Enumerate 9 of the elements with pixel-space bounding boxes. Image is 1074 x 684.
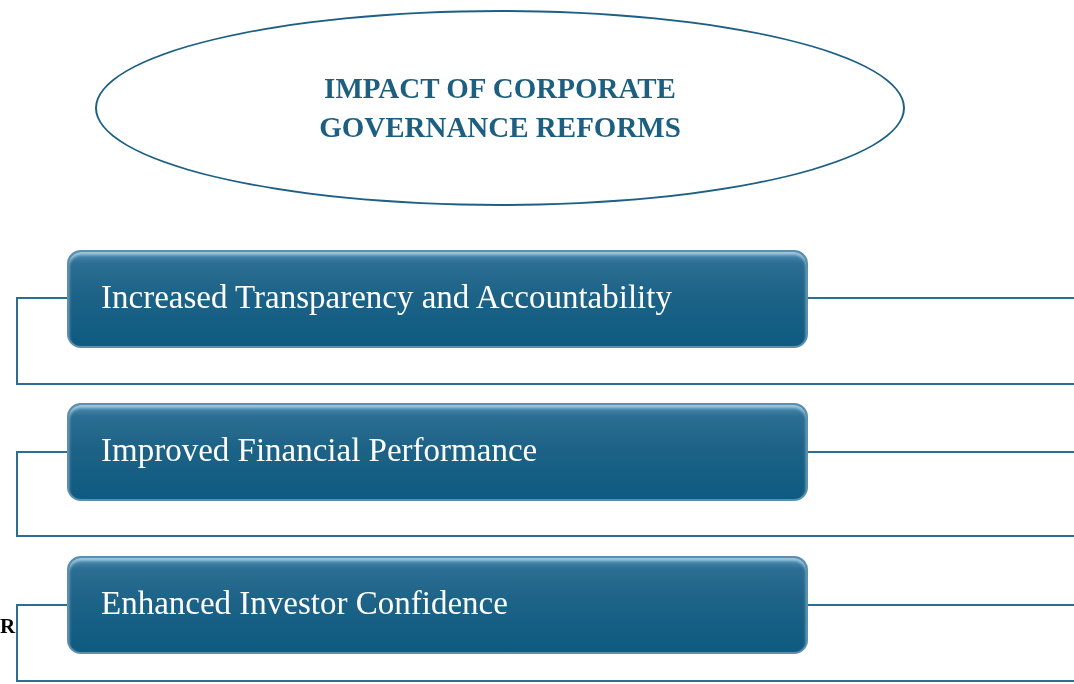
impact-text: Improved Financial Performance [101,431,538,469]
impact-box [67,556,808,654]
title-ellipse [95,10,905,206]
impact-text: Increased Transparency and Accountability [101,278,672,316]
title-text: IMPACT OF CORPORATE GOVERNANCE REFORMS [318,70,682,145]
text-fragment: R [0,616,16,637]
impact-text: Enhanced Investor Confidence [101,584,508,622]
impact-box [67,403,808,501]
impact-box [67,250,808,348]
